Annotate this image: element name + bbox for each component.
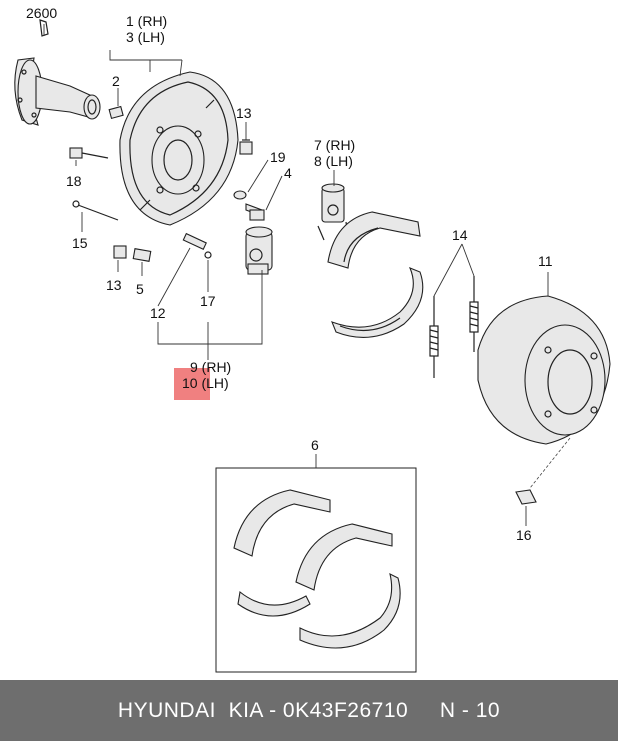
spring-clip-part-5[interactable] <box>132 248 152 262</box>
bolt-part-4[interactable] <box>245 203 265 221</box>
axle-hub-part[interactable] <box>14 57 101 126</box>
label-6: 6 <box>311 437 319 453</box>
label-9: 9 (RH) <box>190 359 231 375</box>
label-10: 10 (LH) <box>182 375 229 391</box>
screw-part-16[interactable] <box>515 489 537 505</box>
label-19: 19 <box>270 149 286 165</box>
wheel-cylinder-part[interactable] <box>245 226 273 275</box>
label-13-top: 13 <box>236 105 252 121</box>
washer-part-19[interactable] <box>233 190 247 200</box>
footer-page-number: N - 10 <box>439 698 501 722</box>
label-17: 17 <box>200 293 216 309</box>
label-8: 8 (LH) <box>314 153 353 169</box>
return-spring-left[interactable] <box>429 296 439 378</box>
footer-part-number: HYUNDAI KIA - 0K43F26710 <box>117 698 409 722</box>
label-15: 15 <box>72 235 88 251</box>
brake-drum-part[interactable] <box>477 295 611 445</box>
label-13-bottom: 13 <box>106 277 122 293</box>
brake-shoe-upper[interactable] <box>327 211 421 269</box>
label-12: 12 <box>150 305 166 321</box>
brake-shoe-lower[interactable] <box>331 267 424 338</box>
label-2: 2 <box>112 73 120 89</box>
label-7: 7 (RH) <box>314 137 355 153</box>
label-2600: 2600 <box>26 5 57 21</box>
bolt-part-18[interactable] <box>69 147 109 159</box>
label-3: 3 (LH) <box>126 29 165 45</box>
label-1: 1 (RH) <box>126 13 167 29</box>
adjuster-part[interactable] <box>317 183 349 241</box>
brake-parts-diagram: 2600 1 (RH) 3 (LH) 2 13 19 4 18 15 13 5 … <box>14 5 611 673</box>
label-16: 16 <box>516 527 532 543</box>
bleeder-screw-part-12[interactable] <box>182 232 207 251</box>
shoe-set-part[interactable] <box>233 489 401 649</box>
clip-part-13-bottom[interactable] <box>113 245 127 259</box>
pin-part-15[interactable] <box>72 200 119 221</box>
label-5: 5 <box>136 281 144 297</box>
backing-plate-part[interactable] <box>119 71 239 226</box>
label-18: 18 <box>66 173 82 189</box>
clip-part-13-top[interactable] <box>239 139 253 155</box>
return-spring-right[interactable] <box>469 276 479 352</box>
label-11: 11 <box>538 253 553 269</box>
highlight-marker <box>174 368 210 400</box>
footer-bar: HYUNDAI KIA - 0K43F26710 N - 10 <box>0 680 618 741</box>
clip-part-2[interactable] <box>108 105 124 120</box>
cap-part-17[interactable] <box>204 251 212 259</box>
label-4: 4 <box>284 165 292 181</box>
label-14: 14 <box>452 227 468 243</box>
